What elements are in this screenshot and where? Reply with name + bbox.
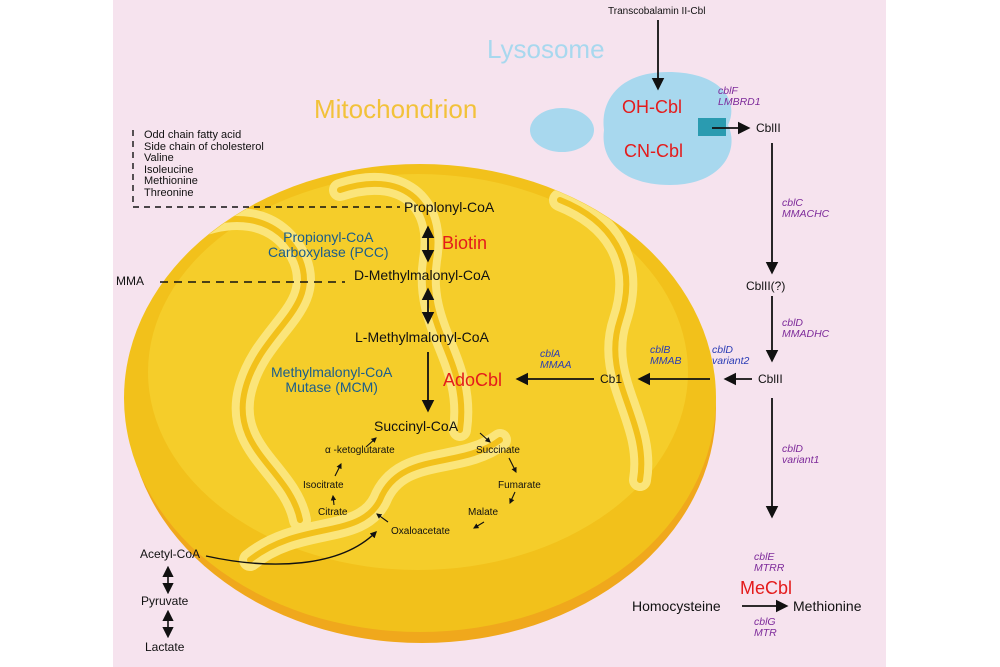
cblii-mito-label: CblII [758,372,783,386]
precursor-item: Methionine [144,175,198,188]
pyruvate-label: Pyruvate [141,594,189,608]
mitochondrion [124,164,716,643]
l-methylmalonyl-coa-label: L-Methylmalonyl-CoA [355,329,489,345]
oh-cbl-label: OH-Cbl [622,97,683,117]
d-methylmalonyl-coa-label: D-Methylmalonyl-CoA [354,267,491,283]
acetyl-coa-curve [205,531,377,565]
lysosome-vesicle [530,108,594,152]
tca-alpha-ketoglutarate: α -ketoglutarate [325,445,395,456]
tca-malate: Malate [468,507,499,518]
adocbl-label: AdoCbl [443,370,503,390]
tca-oxaloacetate: Oxaloacetate [391,526,450,537]
lysosome-label: Lysosome [487,34,605,64]
mecbl-label: MeCbl [740,578,793,598]
precursor-item: Isoleucine [144,163,194,176]
biotin-label: Biotin [442,233,488,253]
cb1-label: Cb1 [600,372,623,386]
methionine-label: Methionine [793,598,862,614]
precursor-item: Odd chain fatty acid [144,129,242,141]
lysosome-body [603,72,732,185]
acetyl-coa-label: Acetyl-CoA [140,547,201,561]
propionyl-coa-label: Proplonyl-CoA [404,199,495,215]
precursor-item: Valine [144,152,174,165]
tca-fumarate: Fumarate [498,480,541,491]
mitochondrion-label: Mitochondrion [314,94,478,124]
lactate-label: Lactate [145,640,185,654]
succinyl-coa-label: Succinyl-CoA [374,418,459,434]
mma-label: MMA [116,274,144,288]
homocysteine-label: Homocysteine [632,598,721,614]
sources-bracket [132,130,400,208]
lmbrd1-transporter [698,118,726,136]
precursor-list: Odd chain fatty acid Side chain of chole… [144,129,264,199]
cblii-label: CblII [756,121,781,135]
cn-cbl-label: CN-Cbl [624,141,684,161]
cblii-question-label: CblII(?) [746,279,786,293]
precursor-item: Side chain of cholesterol [144,140,264,153]
tca-cycle-arrows [330,432,517,529]
lysosome [530,72,732,185]
tca-isocitrate: Isocitrate [303,480,344,491]
tca-succinate: Succinate [476,445,520,456]
tca-citrate: Citrate [318,507,348,518]
precursor-item: Threonine [144,186,194,199]
transcobalamin-label: Transcobalamin II-Cbl [608,6,706,17]
